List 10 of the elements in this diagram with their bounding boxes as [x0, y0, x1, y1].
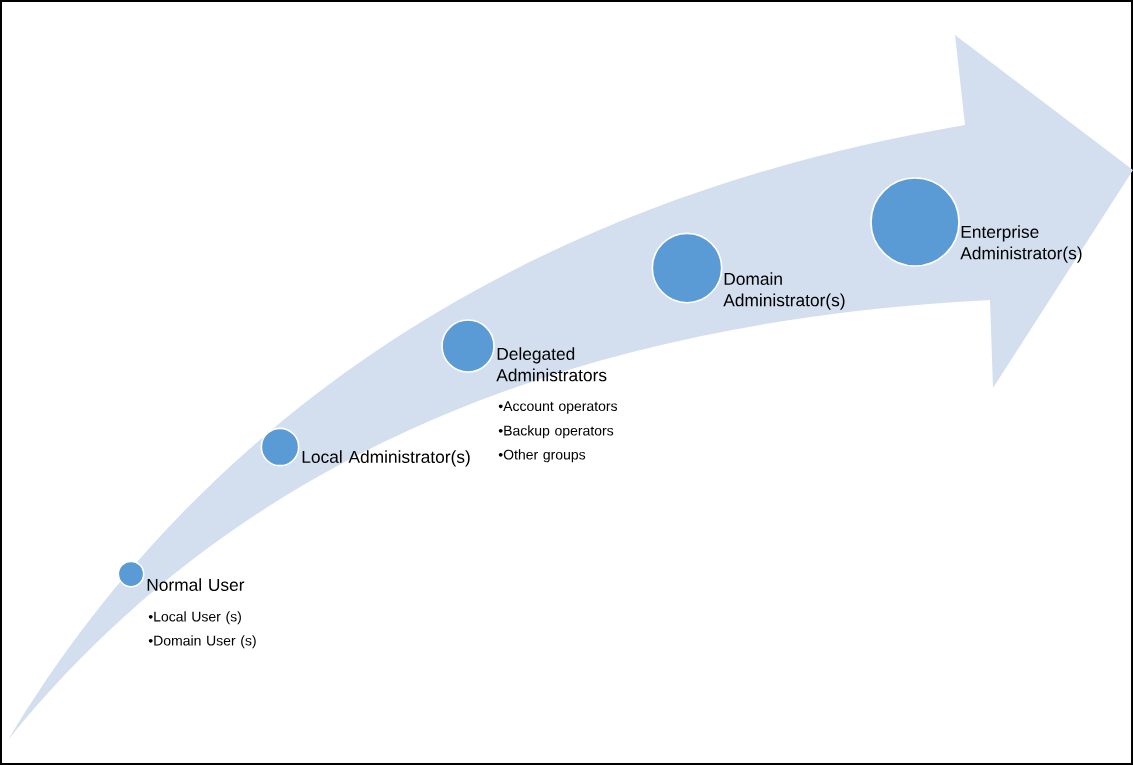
- bullet-item: •Domain User (s): [148, 635, 256, 649]
- level-label: Local Administrator(s): [302, 450, 470, 467]
- level-label: Normal User: [147, 578, 245, 591]
- level-label: Delegated Administrators: [496, 347, 607, 382]
- bullet-item: •Account operators: [498, 401, 618, 414]
- bullet-item: •Local User (s): [148, 611, 241, 625]
- level-label: Enterprise Administrator(s): [960, 225, 1082, 263]
- level-label: Domain Administrator(s): [723, 272, 845, 310]
- bullet-item: •Backup operators: [498, 425, 614, 439]
- bullet-item: •Other groups: [498, 449, 586, 463]
